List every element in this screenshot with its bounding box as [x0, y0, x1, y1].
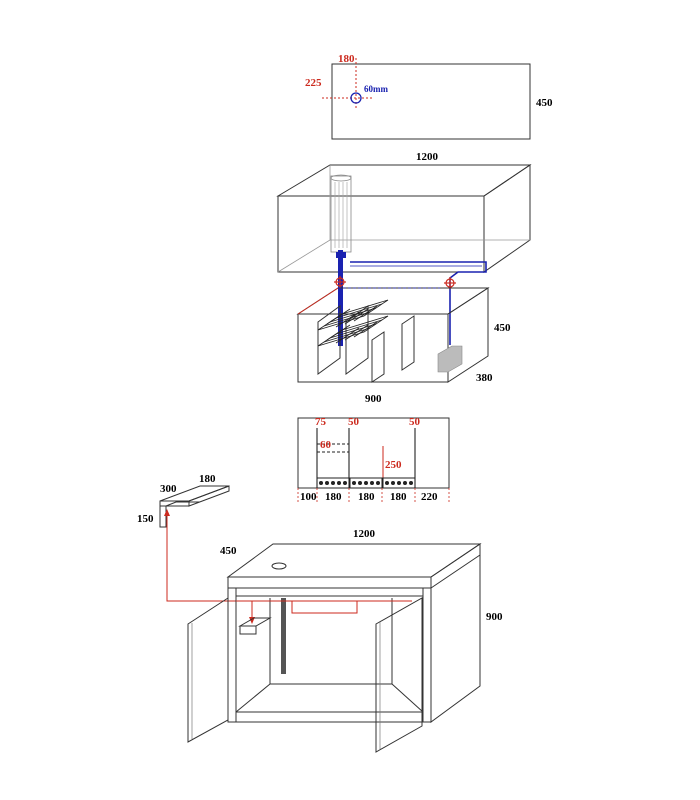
sump: 450 380 900	[296, 287, 511, 405]
left-door	[187, 597, 229, 743]
cabinet-inner-shelf	[238, 617, 272, 627]
display-tank: 1200	[276, 151, 532, 346]
cabinet-width-label: 1200	[353, 528, 376, 540]
display-tank-top	[276, 164, 532, 197]
segment-label-5: 220	[421, 491, 438, 503]
baffle-layout: 75 50 60 50 250 100 180 180 180 220	[297, 416, 450, 504]
bulkhead-hole	[350, 92, 362, 104]
cabinet-side-thickness	[430, 554, 481, 589]
media-dots	[319, 481, 413, 485]
cabinet-center-post	[281, 598, 286, 674]
segment-ticks	[297, 488, 450, 504]
cabinet-frame-right	[422, 587, 432, 723]
display-tank-back-bottom	[277, 239, 331, 273]
drain-valve-icon	[334, 276, 346, 288]
shelf-length-label: 300	[160, 483, 177, 495]
baffle-height-3: 60	[320, 439, 332, 451]
baffle-3	[371, 331, 385, 383]
shelf-placement-arrow	[166, 514, 253, 620]
sump-depth-label: 450	[494, 322, 511, 334]
baffle-4	[401, 315, 415, 371]
display-tank-side	[483, 164, 531, 273]
cabinet-height-label: 900	[486, 611, 503, 623]
shelf-depth-label: 180	[199, 473, 216, 485]
shelf-bracket-fold	[165, 501, 200, 507]
cabinet-inner-shelf-front	[239, 625, 257, 635]
sump-top	[296, 287, 490, 315]
hole-x-label: 180	[338, 53, 355, 65]
cabinet-red-bracket	[291, 601, 358, 614]
drain-elbow	[336, 252, 346, 258]
drain-pipe	[338, 250, 343, 346]
hole-diameter-label: 60mm	[364, 84, 388, 94]
baffle-2	[345, 305, 369, 375]
return-valve-icon	[444, 277, 456, 289]
arrow-head-up	[164, 509, 170, 516]
cabinet-side	[430, 543, 481, 723]
cabinet-floor-diag-r	[391, 683, 424, 713]
sump-top-red-edge	[297, 287, 339, 315]
cabinet-top	[226, 543, 482, 578]
top-plate-depth-label: 450	[536, 97, 553, 109]
cabinet: 450 1200 900	[187, 528, 503, 753]
return-pipe	[350, 261, 487, 345]
shelf-height-label: 150	[137, 513, 154, 525]
cabinet-frame-left	[227, 587, 237, 723]
shelf-bracket-leg	[159, 505, 167, 528]
overflow-box	[330, 175, 352, 253]
segment-box-1	[316, 477, 350, 489]
right-door	[375, 597, 423, 753]
filter-grid	[317, 299, 389, 347]
cabinet-top-hole	[271, 562, 287, 570]
segment-label-4: 180	[390, 491, 407, 503]
segment-label-3: 180	[358, 491, 375, 503]
top-plate: 180 225 60mm 450	[305, 53, 553, 140]
baffle-height-5: 250	[385, 459, 402, 471]
display-tank-length-label: 1200	[416, 151, 439, 163]
baffle-1	[317, 305, 341, 375]
segment-label-2: 180	[325, 491, 342, 503]
top-plate-outline	[331, 63, 531, 140]
cabinet-depth-label: 450	[220, 545, 237, 557]
return-pump	[437, 345, 463, 373]
sump-length-label: 900	[365, 393, 382, 405]
display-tank-front	[277, 195, 485, 273]
baffle-height-1: 75	[315, 416, 327, 428]
segment-label-1: 100	[300, 491, 317, 503]
cabinet-floor-diag-l	[235, 683, 271, 713]
sump-height-label: 380	[476, 372, 493, 384]
shelf-bracket-side	[188, 485, 230, 507]
cabinet-top-front	[227, 576, 432, 589]
segment-box-3	[382, 477, 416, 489]
segment-box-2	[349, 477, 383, 489]
baffle-height-4: 50	[409, 416, 421, 428]
baffle-height-2: 50	[348, 416, 360, 428]
shelf-bracket: 300 180 150	[137, 473, 255, 624]
hole-y-label: 225	[305, 77, 322, 89]
overflow-box-top	[330, 174, 352, 182]
